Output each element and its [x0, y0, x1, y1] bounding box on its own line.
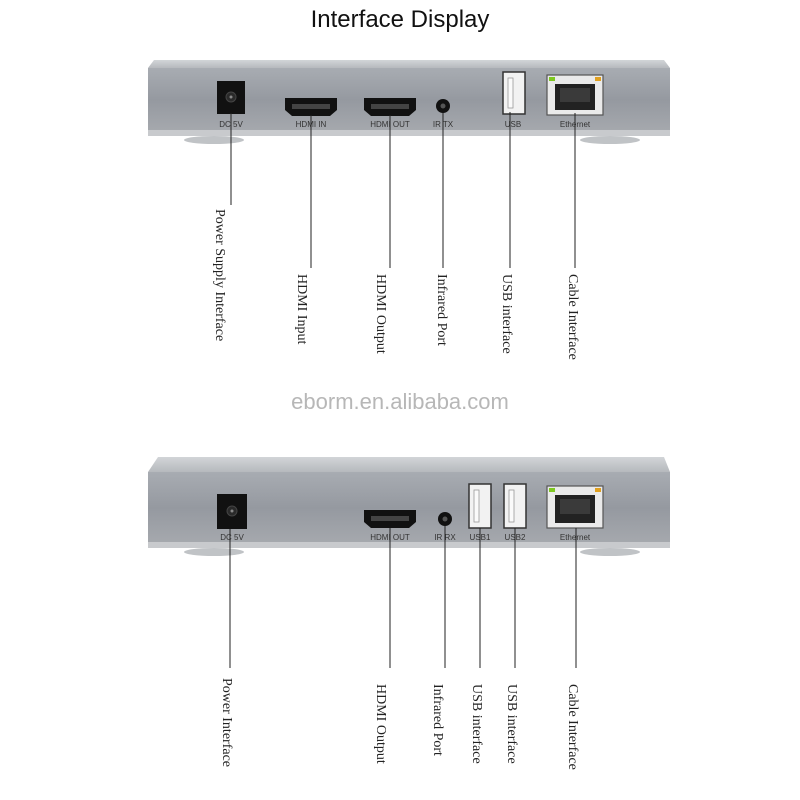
ethernet-port	[546, 485, 604, 529]
callout-usb-interface: USB interface	[499, 274, 514, 354]
callout-hdmi-output: HDMI Output	[373, 684, 388, 764]
hdmi-out-port	[364, 98, 416, 116]
device-panel-2: DC 5V HDMI OUT IR RX USB1 USB2 Ethernet …	[148, 457, 670, 770]
callout-power-supply: Power Supply Interface	[212, 209, 227, 341]
ir-tx-port	[436, 99, 450, 113]
diagram-title: Interface Display	[310, 6, 490, 33]
callout-cable-interface: Cable Interface	[565, 274, 580, 360]
callout-usb-interface-2: USB interface	[504, 684, 519, 764]
hdmi-out-port	[364, 510, 416, 528]
watermark: eborm.en.alibaba.com	[291, 389, 509, 414]
callout-infrared-port: Infrared Port	[434, 274, 449, 346]
callout-power-interface: Power Interface	[219, 678, 234, 767]
usb-port	[502, 71, 526, 115]
callout-hdmi-output: HDMI Output	[373, 274, 388, 354]
ethernet-port	[546, 74, 604, 116]
dc-power-port	[217, 81, 245, 114]
callout-hdmi-input: HDMI Input	[294, 274, 309, 344]
port-label-dc: DC 5V	[220, 533, 244, 542]
port-label-usb: USB	[505, 120, 521, 129]
callout-cable-interface: Cable Interface	[565, 684, 580, 770]
dc-power-port	[217, 494, 247, 529]
ir-rx-port	[438, 512, 452, 526]
hdmi-in-port	[285, 98, 337, 116]
callout-usb-interface-1: USB interface	[469, 684, 484, 764]
port-label-ethernet: Ethernet	[560, 533, 591, 542]
usb2-port	[503, 483, 527, 529]
callout-infrared-port: Infrared Port	[430, 684, 445, 756]
usb1-port	[468, 483, 492, 529]
device-panel-1: DC 5V HDMI IN HDMI OUT IR TX USB Etherne…	[148, 60, 670, 360]
